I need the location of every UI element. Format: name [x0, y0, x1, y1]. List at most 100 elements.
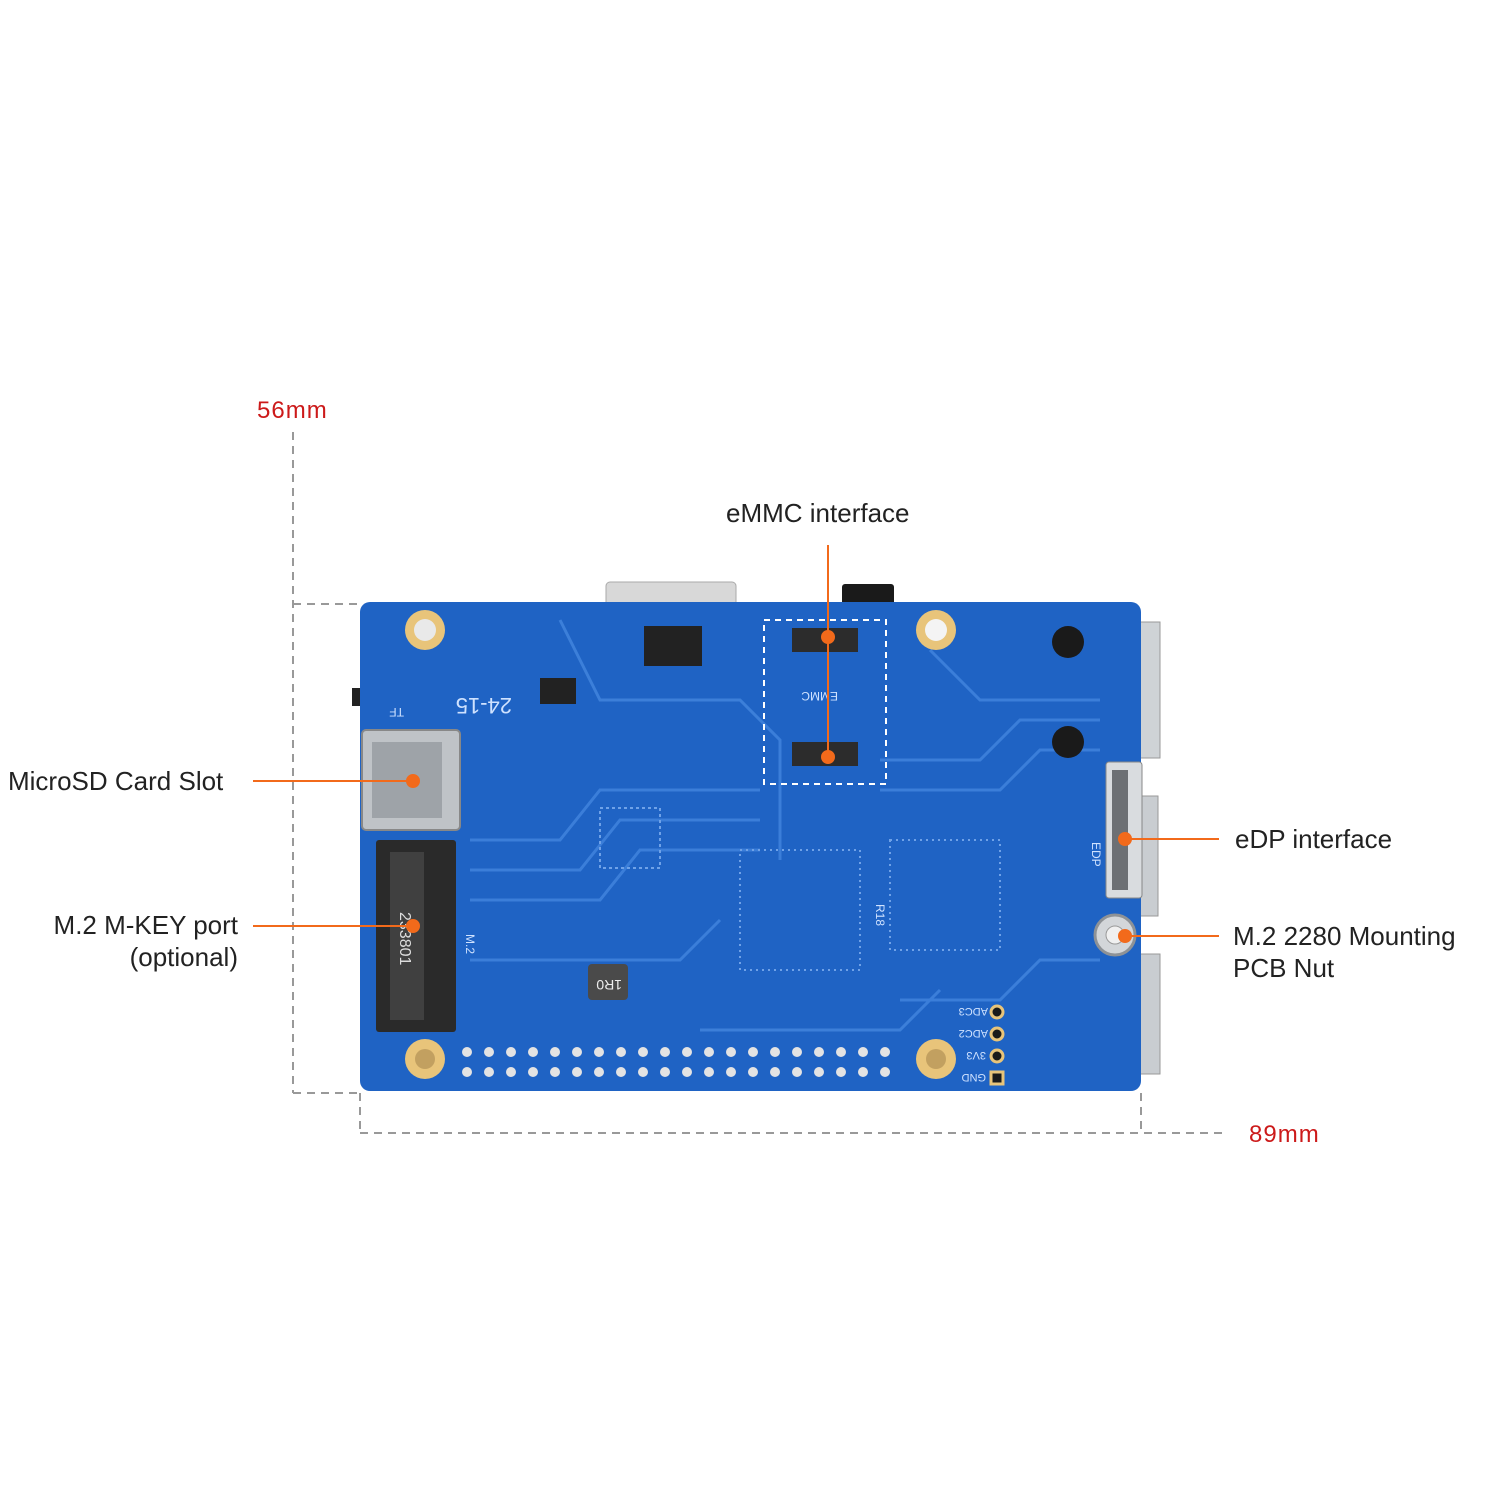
header-pin [836, 1067, 846, 1077]
callout-edp-dot [1118, 832, 1132, 846]
ic-small [599, 807, 661, 869]
label-m2-line1: M.2 M-KEY port [53, 910, 238, 940]
width-dimension: 89mm [1249, 1121, 1320, 1148]
label-edp: eDP interface [1235, 824, 1393, 854]
header-pin [594, 1067, 604, 1077]
header-pin [726, 1067, 736, 1077]
ic-grid [889, 839, 1001, 951]
pad [989, 1048, 1005, 1064]
label-nut-line2: PCB Nut [1233, 953, 1335, 983]
header-pin [748, 1047, 758, 1057]
header-pin [726, 1047, 736, 1057]
screw [1052, 626, 1084, 658]
dimension-guides [292, 432, 1228, 1134]
silk-emmc: EMMC [801, 689, 838, 703]
ethernet-port [1137, 621, 1161, 759]
silk-1r0: 1R0 [596, 977, 622, 993]
header-pin [836, 1047, 846, 1057]
header-pin [506, 1047, 516, 1057]
header-pin [770, 1067, 780, 1077]
edp-connector-inner [1112, 770, 1128, 890]
header-pin [748, 1067, 758, 1077]
header-pin [704, 1047, 714, 1057]
trace [928, 648, 1100, 702]
header-pin [462, 1067, 472, 1077]
header-pin [880, 1067, 890, 1077]
mosfet-array [644, 626, 702, 666]
header-pin [660, 1047, 670, 1057]
pcb-board [360, 602, 1141, 1091]
header-pin [770, 1047, 780, 1057]
pad [989, 1026, 1005, 1042]
mounting-hole-center [415, 1049, 435, 1069]
label-emmc: eMMC interface [726, 498, 910, 528]
screw [1052, 726, 1084, 758]
ic-small [540, 678, 576, 704]
header-pin [484, 1067, 494, 1077]
header-pin [704, 1067, 714, 1077]
header-pin [814, 1047, 824, 1057]
height-dimension: 56mm [257, 397, 328, 424]
header-pin [572, 1067, 582, 1077]
mounting-holes [405, 610, 956, 1079]
components [540, 626, 1001, 1000]
pin-adc2: ADC2 [959, 1027, 988, 1039]
header-pin [528, 1067, 538, 1077]
silk-tf: TF [389, 705, 404, 719]
inductor [588, 964, 628, 1000]
callout-nut-dot [1118, 929, 1132, 943]
header-pin [660, 1067, 670, 1077]
header-pin [616, 1067, 626, 1077]
trace [700, 988, 942, 1032]
callout-emmc-dot-bottom [821, 750, 835, 764]
pad [989, 1004, 1005, 1020]
header-pin [682, 1067, 692, 1077]
header-pin [594, 1047, 604, 1057]
mounting-hole-center [925, 619, 947, 641]
emmc-outline [763, 619, 887, 785]
label-m2-nut: M.2 2280 Mounting PCB Nut [1233, 920, 1456, 984]
trace [470, 848, 760, 902]
m2-slot-inner [390, 852, 424, 1020]
silk-m2: M.2 [463, 934, 477, 954]
header-pin [792, 1047, 802, 1057]
usb-port-lower [1137, 953, 1161, 1075]
pad [989, 1070, 1005, 1086]
header-pin [550, 1067, 560, 1077]
silk-date: 24-15 [456, 693, 512, 718]
silk-r18: R18 [873, 904, 887, 926]
header-pin [792, 1067, 802, 1077]
pin-adc3: ADC3 [959, 1005, 988, 1017]
header-pin [462, 1047, 472, 1057]
header-pin [858, 1047, 868, 1057]
header-pin [682, 1047, 692, 1057]
header-pin [880, 1047, 890, 1057]
header-pin [616, 1047, 626, 1057]
header-pin [814, 1067, 824, 1077]
adc-pads [989, 1004, 1005, 1086]
header-pin [550, 1047, 560, 1057]
silk-edp: EDP [1089, 842, 1103, 867]
trace [558, 619, 782, 860]
pin-gnd: GND [962, 1071, 987, 1083]
trace [470, 918, 722, 962]
callout-microsd-dot [406, 774, 420, 788]
callouts [253, 545, 1219, 943]
header-pin [484, 1047, 494, 1057]
trace [880, 718, 1100, 762]
gpio-header [462, 1047, 890, 1077]
label-microsd: MicroSD Card Slot [8, 766, 224, 796]
trace [470, 788, 760, 842]
m2-slot [376, 840, 456, 1032]
header-pin [528, 1047, 538, 1057]
header-pin [572, 1047, 582, 1057]
header-pin [858, 1067, 868, 1077]
header-pin [506, 1067, 516, 1077]
pin-3v3: 3V3 [966, 1049, 986, 1061]
callout-m2-dot [406, 919, 420, 933]
header-pin [638, 1067, 648, 1077]
label-m2-port: M.2 M-KEY port (optional) [20, 909, 238, 973]
pcb-traces [470, 619, 1100, 1032]
trace [900, 958, 1100, 1002]
